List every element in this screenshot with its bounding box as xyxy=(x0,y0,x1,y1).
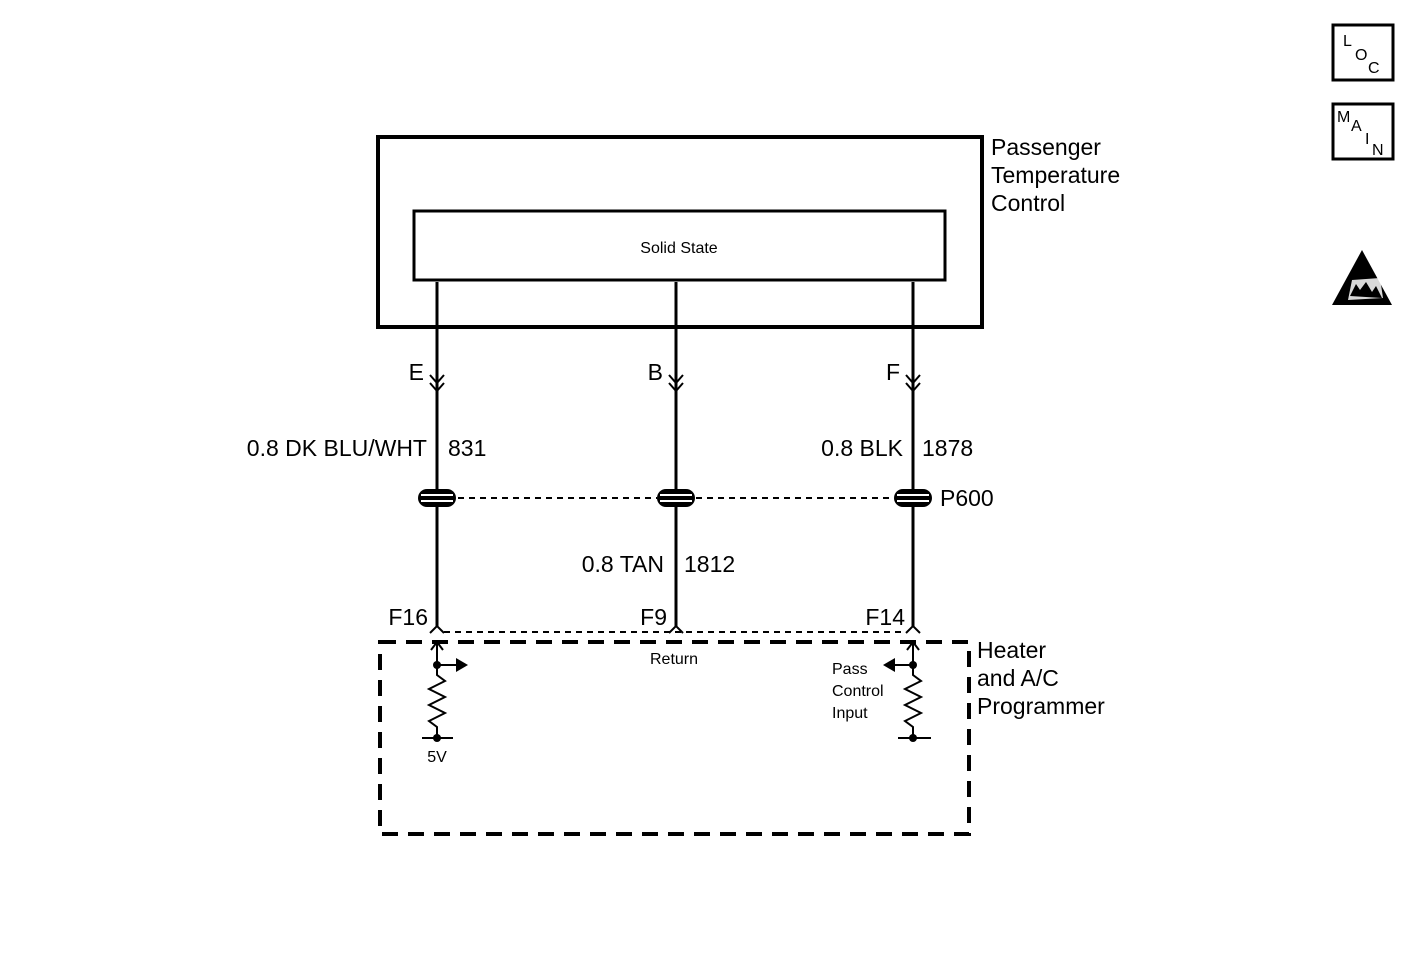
pass-input-line-2: Control xyxy=(832,683,884,700)
main-icon xyxy=(1331,102,1395,161)
resistor-icon xyxy=(426,668,448,738)
main-letter-m: M xyxy=(1337,109,1350,126)
pin-f14-label: F14 xyxy=(865,604,905,630)
pin-b-label: B xyxy=(648,359,663,385)
pin-f9-label: F9 xyxy=(640,604,667,630)
ptc-name-line-2: Temperature xyxy=(991,162,1120,188)
chevron-down-icon xyxy=(668,382,684,393)
chevron-down-icon xyxy=(668,374,684,385)
loc-button[interactable]: L O C xyxy=(1331,23,1395,82)
arrow-up-icon xyxy=(906,640,920,651)
bottom-connector-chevrons xyxy=(429,624,921,634)
ptc-name-line-1: Passenger xyxy=(991,134,1101,160)
chevron-down-icon xyxy=(905,374,921,385)
terminal-icon xyxy=(894,489,932,507)
chevron-up-icon xyxy=(429,624,445,634)
loc-letter-c: C xyxy=(1368,60,1380,77)
terminal-icon xyxy=(418,489,456,507)
solid-state-box xyxy=(412,209,947,282)
arrow-left-icon xyxy=(883,658,895,672)
programmer-name-line-2: and A/C xyxy=(977,665,1059,691)
main-letter-i: I xyxy=(1365,131,1369,148)
programmer-name-line-3: Programmer xyxy=(977,693,1105,719)
chevron-up-icon xyxy=(905,624,921,634)
terminal-icon xyxy=(657,489,695,507)
junction-dot xyxy=(433,734,441,742)
resistor-icon xyxy=(902,668,924,738)
ptc-box xyxy=(376,135,984,329)
connector-p600-label: P600 xyxy=(940,485,994,511)
ptc-name-line-3: Control xyxy=(991,190,1065,216)
p600-terminals xyxy=(418,489,932,507)
wire-831-spec: 0.8 DK BLU/WHT xyxy=(247,435,427,461)
wire-1878-circuit: 1878 xyxy=(922,435,973,461)
supply-5v-label: 5V xyxy=(427,749,447,766)
pass-input-line-1: Pass xyxy=(832,661,868,678)
f16-internal-circuit xyxy=(422,640,458,739)
main-letter-a: A xyxy=(1351,118,1362,135)
programmer-box xyxy=(378,640,971,836)
loc-letter-o: O xyxy=(1355,47,1367,64)
pin-e-label: E xyxy=(409,359,424,385)
arrow-right-icon xyxy=(456,658,468,672)
chevron-up-icon xyxy=(668,624,684,634)
junction-dot xyxy=(909,734,917,742)
top-connector-chevrons xyxy=(429,374,921,393)
wire-1878-spec: 0.8 BLK xyxy=(821,435,903,461)
arrow-up-icon xyxy=(430,640,444,651)
chevron-down-icon xyxy=(905,382,921,393)
programmer-name-line-1: Heater xyxy=(977,637,1046,663)
chevron-down-icon xyxy=(429,382,445,393)
wires xyxy=(435,282,915,626)
wire-1812-spec: 0.8 TAN xyxy=(582,551,664,577)
junction-dot xyxy=(433,661,441,669)
junction-dot xyxy=(909,661,917,669)
main-button[interactable]: M A I N xyxy=(1331,102,1395,161)
pass-input-line-3: Input xyxy=(832,705,868,722)
loc-letter-l: L xyxy=(1343,33,1352,50)
chevron-down-icon xyxy=(429,374,445,385)
return-label: Return xyxy=(650,651,698,668)
esd-warning-icon xyxy=(1332,250,1392,305)
loc-icon xyxy=(1331,23,1395,82)
f14-internal-circuit xyxy=(893,640,931,739)
pin-f-label: F xyxy=(886,359,900,385)
wire-831-circuit: 831 xyxy=(448,435,486,461)
wire-1812-circuit: 1812 xyxy=(684,551,735,577)
solid-state-label: Solid State xyxy=(640,240,717,257)
pin-f16-label: F16 xyxy=(388,604,428,630)
main-letter-n: N xyxy=(1372,142,1384,159)
